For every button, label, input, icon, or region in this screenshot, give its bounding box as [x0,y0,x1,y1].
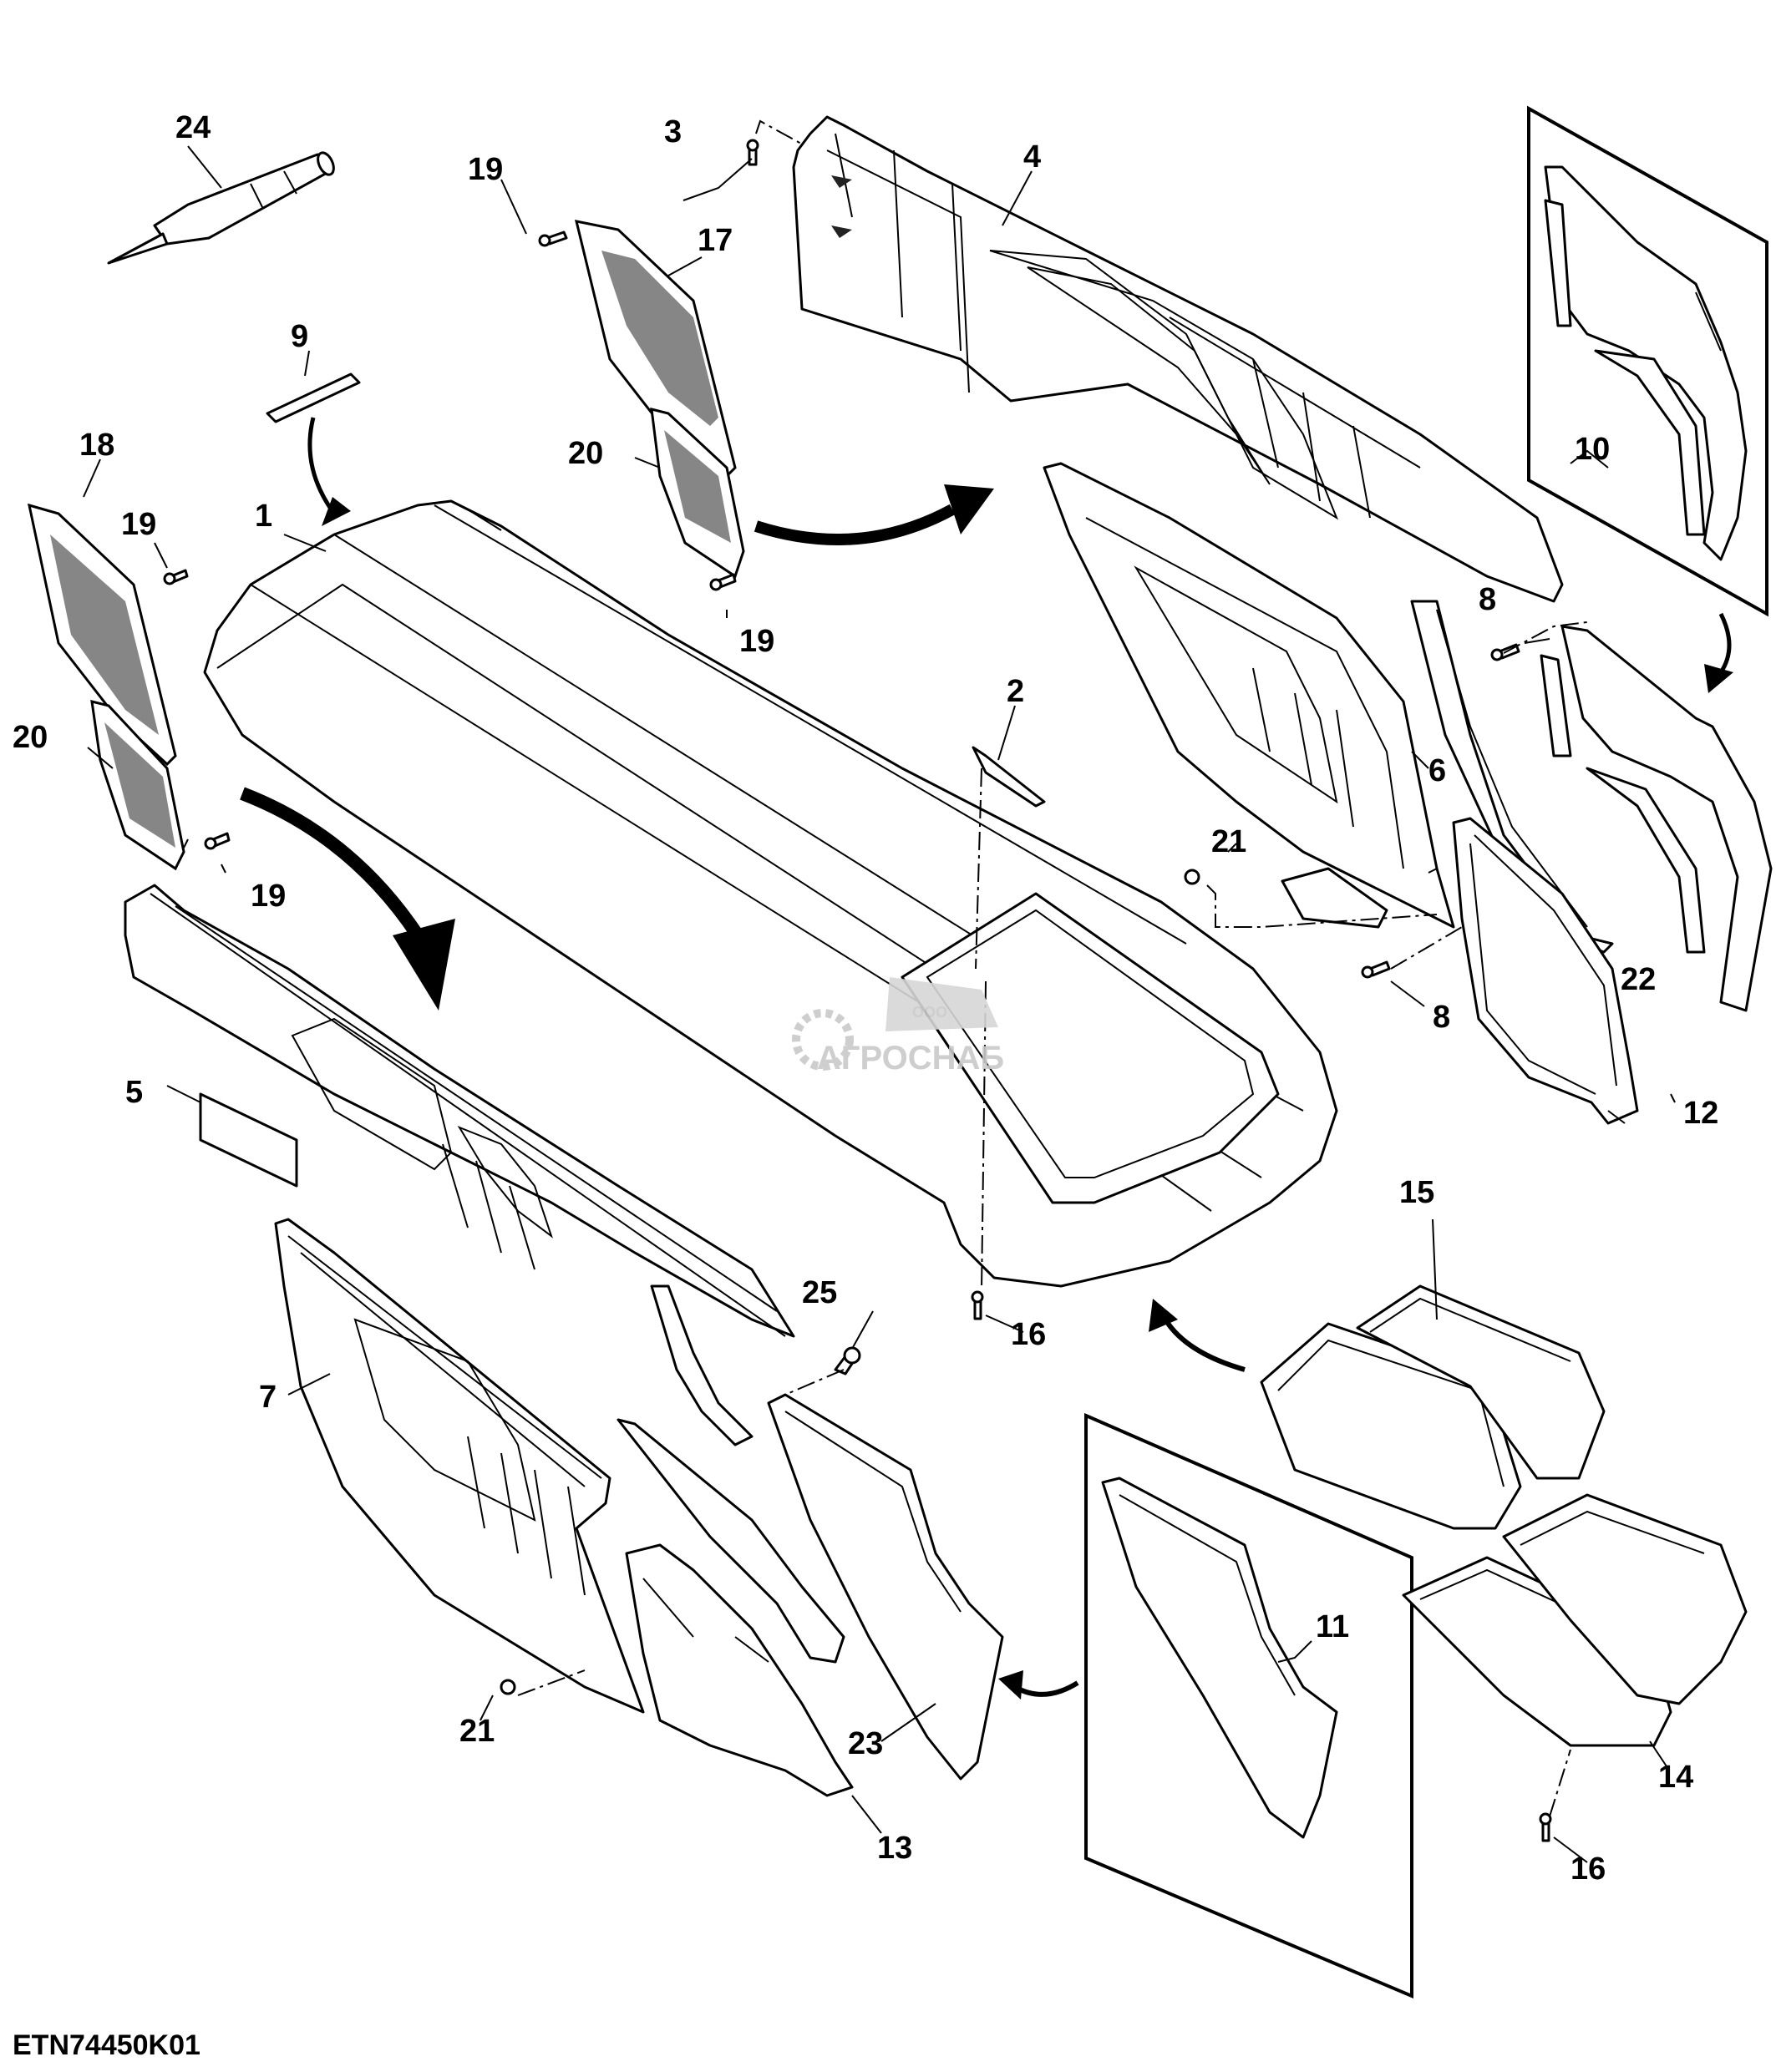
inset-detail-11 [1084,1412,1413,1999]
seal-strip [266,372,361,423]
callout-23: 23 [848,1726,883,1761]
callout-21: 21 [459,1714,495,1749]
callout-16: 16 [1570,1852,1606,1887]
side-strip-panel [1540,625,1773,1012]
callout-19: 19 [121,507,156,542]
callout-8: 8 [1433,1000,1450,1035]
callout-7: 7 [259,1380,277,1415]
callout-22: 22 [1621,962,1656,997]
callout-13: 13 [877,1831,912,1866]
figure-id: ETN74450K01 [13,2029,200,2061]
grille-upper [574,220,745,579]
watermark: ООО АГРОСНАБ [792,977,1004,1077]
panel-pair-15 [1260,1284,1606,1530]
assembly-center-lines [183,621,1588,1817]
callout-19: 19 [739,624,774,659]
panel-pair-14 [1402,1493,1748,1747]
callout-8: 8 [1479,582,1496,617]
callout-14: 14 [1658,1760,1693,1795]
lower-left-panel [274,1218,645,1714]
callout-24: 24 [175,110,211,145]
grille-left [28,503,185,871]
callout-10: 10 [1575,432,1610,467]
callout-11: 11 [1316,1609,1349,1644]
watermark-name: АГРОСНАБ [817,1040,1004,1077]
screw-3 [746,119,845,168]
rear-upper-panel [792,115,1564,603]
leader-lines [83,145,1676,1863]
callout-6: 6 [1428,753,1446,788]
screw-icon [163,231,1552,1842]
callout-2: 2 [1007,674,1024,709]
callout-3: 3 [664,114,682,149]
lower-right-panel [767,1393,1004,1781]
callout-12: 12 [1683,1096,1718,1131]
callout-25: 25 [802,1275,837,1310]
watermark-org: ООО [912,1004,947,1021]
rear-lower-panel [1043,462,1614,954]
callout-16: 16 [1011,1317,1046,1352]
callout-21: 21 [1211,824,1246,859]
inset-detail-10 [1527,105,1768,617]
callout-15: 15 [1399,1175,1434,1210]
small-lower-panel [625,1543,854,1797]
curved-side-panel [1452,817,1639,1125]
wedge-part [972,746,1046,970]
sealant-tube-icon [107,151,335,265]
callout-1: 1 [255,499,272,534]
curved-arrow-icon [240,417,1733,1700]
callout-20: 20 [568,436,603,471]
callout-17: 17 [698,223,733,258]
callout-5: 5 [125,1075,143,1110]
callout-4: 4 [1023,139,1041,175]
callout-18: 18 [79,428,114,463]
callout-20: 20 [13,720,48,755]
callout-19: 19 [251,879,286,914]
rim-strip [617,1284,845,1664]
callout-19: 19 [468,152,503,187]
callout-labels: 24 3 4 19 17 9 18 20 10 1 19 19 8 2 20 6… [13,110,1718,1887]
callout-9: 9 [291,319,308,354]
left-side-panel [124,884,795,1338]
